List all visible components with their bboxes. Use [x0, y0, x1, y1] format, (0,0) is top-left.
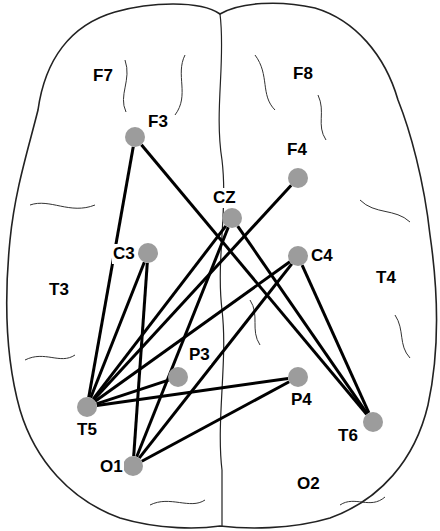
connection-line [139, 264, 292, 458]
sulcus [318, 95, 326, 140]
connection-line [95, 262, 290, 401]
sulcus [25, 355, 75, 360]
electrode: F4 [288, 168, 308, 188]
electrode-dot [138, 243, 158, 263]
electrode: CZ [222, 208, 242, 228]
electrode-label: T6 [337, 426, 359, 446]
electrode-label: C4 [310, 246, 334, 266]
brain-outline [7, 3, 437, 528]
electrode: T5 [77, 397, 97, 417]
electrode-label: CZ [212, 188, 237, 208]
sulcus [150, 500, 205, 505]
connection-line [141, 145, 366, 415]
electrode-dot [288, 246, 308, 266]
electrode: C4 [288, 246, 308, 266]
sulcus [395, 315, 410, 358]
electrode-position-label: O2 [296, 474, 321, 494]
connection-line [238, 226, 368, 414]
electrode: O1 [123, 456, 143, 476]
connection-line [94, 185, 291, 399]
electrode-position-label: T4 [375, 268, 397, 288]
electrode-dot [222, 208, 242, 228]
sulcus [30, 203, 95, 208]
electrode-dot [123, 456, 143, 476]
electrode: P3 [168, 367, 188, 387]
electrode-dot [288, 367, 308, 387]
sulcus [123, 60, 127, 112]
electrode-label: C3 [112, 244, 136, 264]
electrode-position-label: F8 [292, 64, 314, 84]
electrode-label: O1 [99, 457, 124, 477]
connection-line [91, 262, 145, 397]
electrode: T6 [363, 412, 383, 432]
connection-line [97, 378, 288, 405]
electrode: C3 [138, 243, 158, 263]
electrode-label: T5 [76, 420, 98, 440]
electrode-dot [168, 367, 188, 387]
midline-fissure [219, 14, 224, 526]
connection-line [89, 147, 134, 397]
connection-line [134, 263, 148, 456]
electrode-dot [77, 397, 97, 417]
sulcus [255, 55, 275, 110]
electrode-label: P4 [290, 390, 313, 410]
electrode-dot [125, 127, 145, 147]
sulcus [175, 55, 185, 115]
electrode-position-label: F7 [92, 66, 114, 86]
electrode-label: F3 [147, 112, 169, 132]
sulcus [340, 497, 385, 505]
electrode-label: F4 [286, 140, 308, 160]
sulcus [360, 200, 410, 222]
electrode: F3 [125, 127, 145, 147]
electrode-dot [288, 168, 308, 188]
electrode-dot [363, 412, 383, 432]
connection-line [142, 382, 289, 462]
sulci [25, 55, 410, 505]
electrode-position-label: T3 [48, 280, 70, 300]
electrode: P4 [288, 367, 308, 387]
electrode-label: P3 [188, 345, 211, 365]
